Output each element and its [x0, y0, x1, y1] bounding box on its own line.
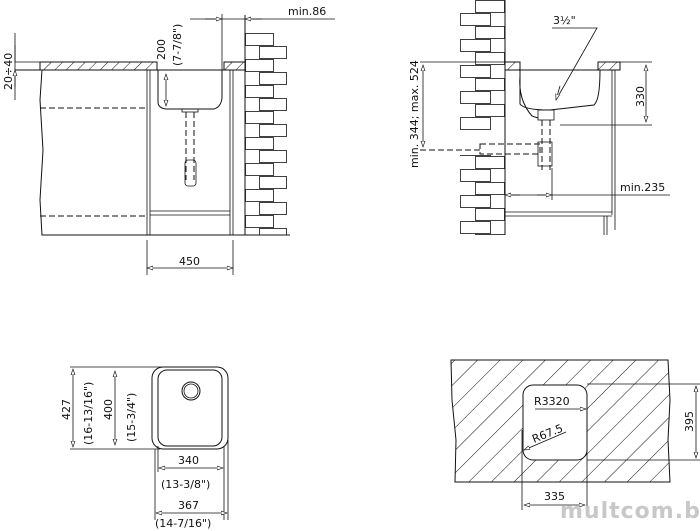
countertop-right [223, 61, 246, 71]
brick-wall [245, 33, 287, 235]
inner-width-mm: 340 [178, 454, 199, 467]
cutout-opening [522, 384, 588, 461]
cutout-height-label: 395 [683, 411, 696, 432]
height-range-label: min. 344; max. 524 [408, 60, 421, 168]
outer-height-mm: 427 [60, 399, 73, 420]
sink-inner-bowl [157, 369, 223, 447]
sink-bowl-right [519, 69, 601, 111]
depth-330-label: 330 [634, 86, 647, 107]
min-wall-label: min.86 [288, 5, 326, 18]
inner-height-mm: 400 [102, 399, 115, 420]
watermark: multcom.by [560, 499, 700, 524]
outer-width-mm: 367 [178, 499, 199, 512]
drain-hole [181, 381, 201, 401]
outer-radius-label: R3320 [534, 395, 570, 408]
outer-height-in: (16-13/16") [82, 382, 95, 445]
outer-width-in: (14-7/16") [155, 517, 211, 530]
cabinet-width-label: 450 [179, 255, 200, 268]
sink-outer-rim [151, 366, 229, 450]
cabinet-outline [39, 69, 290, 236]
countertop-left [39, 61, 158, 71]
drain-size-label: 3½" [553, 14, 576, 27]
cutout-width-label: 335 [544, 490, 565, 503]
depth-in-label: (7-7/8") [171, 24, 184, 66]
side-view-left: 20÷40 200 (7-7/8") min.86 450 [2, 5, 335, 275]
min-distance-label: min.235 [620, 181, 665, 194]
inner-height-in: (15-3/4") [125, 393, 138, 442]
depth-mm-label: 200 [155, 39, 168, 60]
cutout-view: 395 R3320 R67.5 335 multcom.by [450, 359, 700, 524]
side-view-right: 3½" min. 344; max. 524 330 min.235 [408, 0, 670, 235]
brick-wall-right [460, 0, 505, 130]
sink-top-view: 427 (16-13/16") 400 (15-3/4") 340 (13-3/… [60, 366, 229, 530]
counter-thickness-label: 20÷40 [2, 53, 15, 90]
inner-width-in: (13-3/8") [161, 478, 210, 491]
sink-bowl [157, 70, 223, 110]
drain-pipe [185, 112, 195, 180]
